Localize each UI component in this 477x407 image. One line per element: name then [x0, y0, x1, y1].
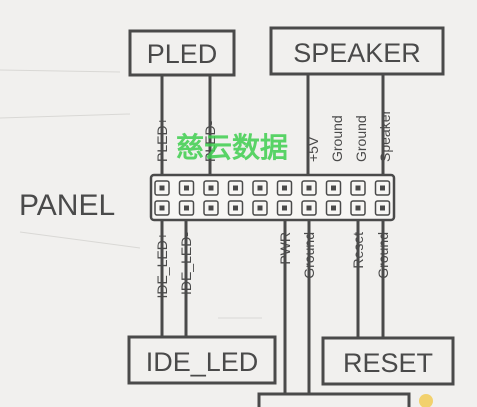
pin-header-pins: [154, 180, 391, 216]
pin-label-speaker: Speaker: [377, 110, 393, 162]
pin-pad: [203, 200, 219, 216]
speaker-box-label: SPEAKER: [293, 38, 421, 68]
pin-pad: [154, 200, 170, 216]
pin-label-reset: Reset: [350, 232, 366, 269]
pin: [159, 205, 165, 211]
pin: [355, 205, 361, 211]
pin-pad: [301, 180, 317, 196]
pin-pad: [374, 180, 391, 196]
pin: [208, 185, 214, 191]
pin-label-plus-5v: +5V: [305, 136, 321, 162]
pin-pad: [374, 200, 391, 216]
ide-led-box: [127, 335, 277, 385]
pin-pad: [276, 200, 293, 216]
pin-label-ide-led-minus: IDE_LED-: [178, 232, 194, 295]
pin: [257, 205, 263, 211]
pin: [257, 185, 263, 191]
pin-label-ide-led-plus: IDE_LED+: [154, 232, 170, 299]
speaker-box: [269, 26, 445, 76]
reset-box: [321, 336, 455, 386]
pin-pad: [325, 200, 342, 216]
top-pin-labels: PLED+ PLED- +5V Ground Ground Speaker: [154, 110, 393, 162]
panel-header-label: PANEL: [19, 189, 115, 222]
background-artifacts: [0, 69, 262, 319]
pin-label-pled-minus: PLED-: [202, 120, 218, 162]
pin: [282, 205, 287, 211]
pin-pad: [252, 200, 268, 216]
pin-pad: [203, 180, 219, 196]
pin-pad: [350, 200, 366, 216]
reset-box-label: RESET: [343, 348, 433, 378]
pin-pad: [227, 200, 244, 216]
pled-box: [128, 29, 236, 77]
pin: [306, 205, 312, 211]
connector-lines: [160, 74, 385, 394]
pin: [355, 185, 361, 191]
pin: [208, 205, 214, 211]
pin-label-ground-bottom-2: Ground: [375, 232, 391, 279]
ide-led-box-label: IDE_LED: [146, 347, 259, 377]
pin-pad: [154, 180, 170, 196]
pin-label-ground-top-1: Ground: [329, 115, 345, 162]
pin-label-ground-bottom-1: Ground: [301, 232, 317, 279]
pin-pad: [350, 180, 366, 196]
pin: [184, 205, 189, 211]
pin: [331, 205, 336, 211]
power-switch-box-partial: [257, 392, 411, 407]
pin: [233, 185, 238, 191]
pin-pad: [301, 200, 317, 216]
pin-label-pled-plus: PLED+: [154, 117, 170, 162]
pin: [233, 205, 238, 211]
pin-pad: [325, 180, 342, 196]
pin: [380, 205, 385, 211]
pin-pad: [252, 180, 268, 196]
pin-label-ground-top-2: Ground: [353, 115, 369, 162]
bottom-pin-labels: IDE_LED+ IDE_LED- PWR Ground Reset Groun…: [154, 232, 391, 299]
corner-logo-mark: [419, 394, 433, 407]
watermark-text: 慈云数据: [176, 131, 288, 164]
pin-pad: [227, 180, 244, 196]
pin: [306, 185, 312, 191]
pin-pad: [276, 180, 293, 196]
pin: [380, 185, 385, 191]
pin-pad: [178, 180, 195, 196]
pin: [184, 185, 189, 191]
pin-pad: [178, 200, 195, 216]
pin: [282, 185, 287, 191]
pin: [159, 185, 165, 191]
pin: [331, 185, 336, 191]
pin-label-pwr: PWR: [277, 232, 293, 265]
pled-box-label: PLED: [147, 39, 218, 69]
